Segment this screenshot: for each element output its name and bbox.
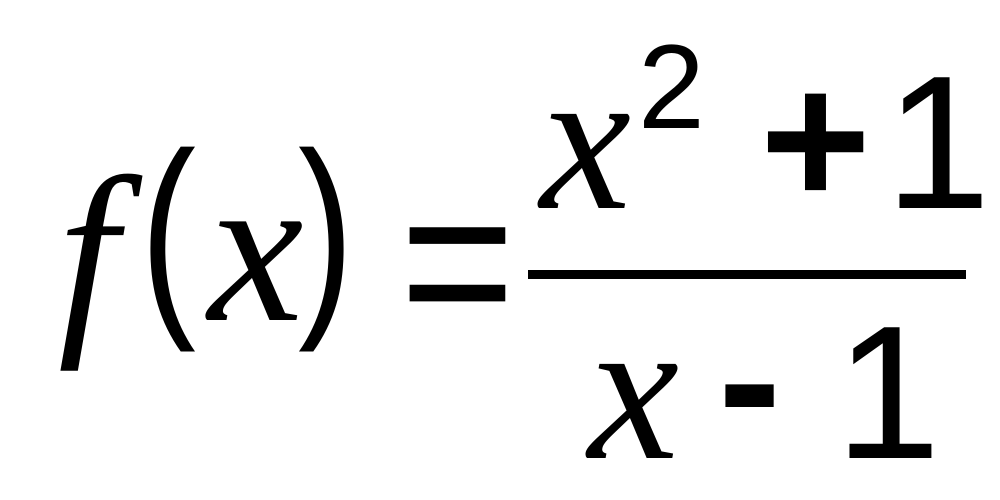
denominator: x - 1 (585, 274, 941, 500)
lhs-expression: f ( x ) (58, 107, 354, 372)
numerator-base-x: x (537, 26, 631, 253)
numerator-constant-1: 1 (885, 37, 991, 249)
function-name-f: f (58, 133, 143, 372)
denominator-variable-x: x (585, 276, 679, 500)
denominator-constant-1: 1 (835, 287, 941, 499)
lhs-variable-x: x (205, 128, 303, 367)
equals-sign: = (400, 132, 515, 389)
open-paren: ( (140, 107, 196, 353)
minus-sign: - (718, 274, 781, 486)
plus-sign: + (760, 34, 871, 246)
exponent-2: 2 (638, 20, 705, 154)
numerator: x 2 + 1 (537, 20, 991, 253)
fraction-bar (528, 270, 966, 279)
close-paren: ) (298, 107, 354, 353)
